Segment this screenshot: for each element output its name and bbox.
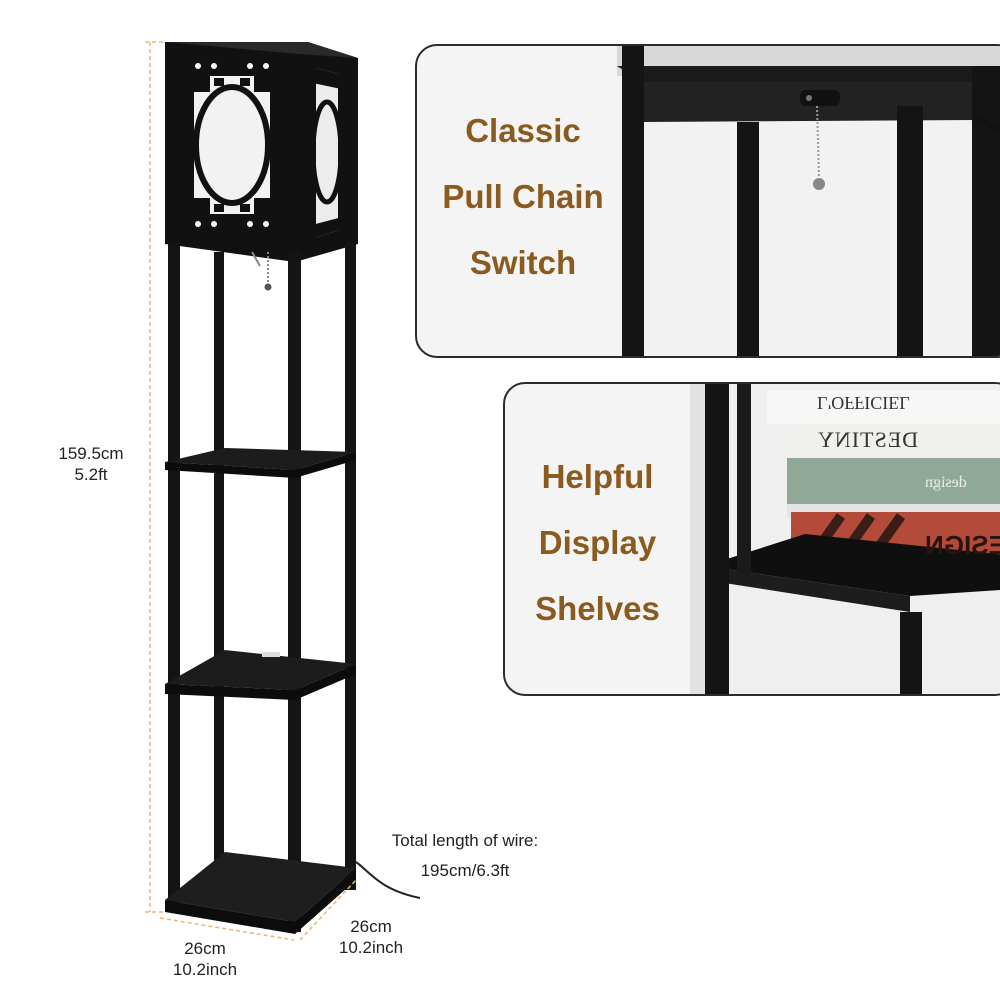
feature-text-pull-chain: Classic Pull Chain Switch bbox=[417, 98, 629, 296]
wire-length-label: Total length of wire: 195cm/6.3ft bbox=[360, 830, 570, 881]
depth-cm: 26cm bbox=[350, 917, 392, 936]
wire-label-text: Total length of wire: bbox=[391, 831, 539, 850]
wire-value-text: 195cm/6.3ft bbox=[420, 861, 510, 880]
book-spine-top: L'OFFICIEL bbox=[817, 393, 911, 413]
book-spine-middle: DESTINY bbox=[817, 427, 919, 452]
pull-chain-closeup bbox=[617, 46, 1000, 356]
floor-lamp-illustration bbox=[0, 0, 420, 1000]
feature-line: Shelves bbox=[535, 590, 660, 627]
shelves-closeup bbox=[690, 384, 1000, 694]
height-ft: 5.2ft bbox=[74, 465, 108, 484]
feature-line: Switch bbox=[469, 244, 577, 281]
feature-line: Display bbox=[538, 524, 657, 561]
depth-label: 26cm 10.2inch bbox=[316, 916, 426, 958]
book-spine-red: DESIGN bbox=[925, 530, 1000, 560]
height-label: 159.5cm 5.2ft bbox=[36, 443, 146, 485]
feature-line: Classic bbox=[465, 112, 581, 149]
lamp-frame bbox=[168, 240, 356, 932]
depth-inch: 10.2inch bbox=[338, 938, 404, 957]
lamp-shade bbox=[165, 42, 358, 262]
dimension-lines bbox=[145, 41, 357, 941]
shelf-upper bbox=[165, 448, 356, 478]
feature-panel-pull-chain: Classic Pull Chain Switch bbox=[415, 44, 1000, 358]
width-inch: 10.2inch bbox=[172, 960, 238, 979]
width-label: 26cm 10.2inch bbox=[150, 938, 260, 980]
power-wire bbox=[355, 861, 420, 900]
feature-text-display-shelves: Helpful Display Shelves bbox=[505, 444, 690, 642]
pull-chain bbox=[251, 251, 272, 291]
shelf-lower bbox=[165, 650, 356, 700]
shelf-base bbox=[165, 852, 356, 934]
height-cm: 159.5cm bbox=[58, 444, 124, 463]
feature-panel-display-shelves: L'OFFICIEL DESTINY design DESIGN Helpful… bbox=[503, 382, 1000, 696]
width-cm: 26cm bbox=[184, 939, 226, 958]
book-spine-green: design bbox=[925, 474, 967, 491]
feature-line: Pull Chain bbox=[442, 178, 604, 215]
feature-line: Helpful bbox=[541, 458, 654, 495]
